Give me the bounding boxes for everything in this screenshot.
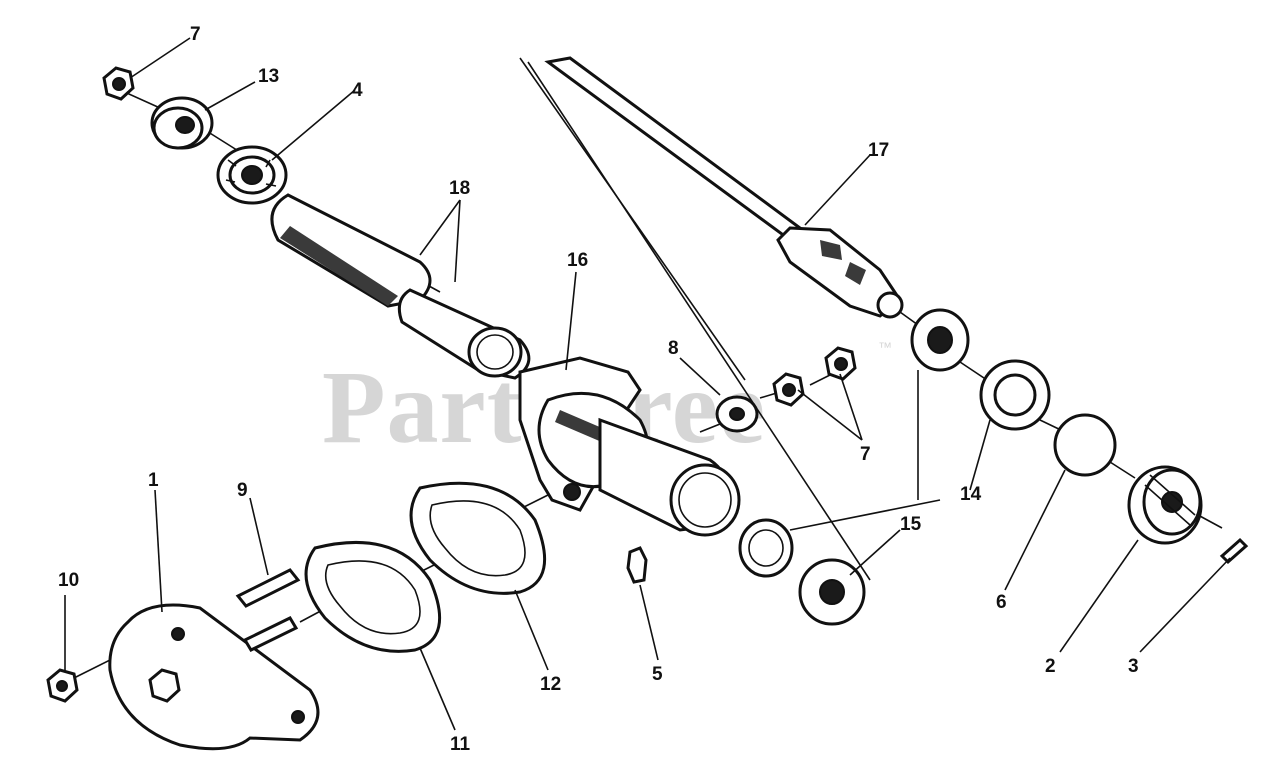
part-4-bearing bbox=[216, 145, 288, 205]
callout-6: 6 bbox=[996, 592, 1007, 613]
watermark-tm: ™ bbox=[878, 339, 892, 355]
part-14-ring-lower bbox=[738, 518, 794, 578]
callout-4: 4 bbox=[352, 80, 363, 101]
callout-13: 13 bbox=[258, 66, 279, 87]
part-12-gasket bbox=[409, 481, 547, 595]
part-2-pulley bbox=[1127, 465, 1203, 545]
part-7-nut-top bbox=[102, 66, 135, 101]
part-1-plate bbox=[108, 603, 320, 751]
callout-17: 17 bbox=[868, 140, 889, 161]
callout-12: 12 bbox=[540, 674, 561, 695]
part-14-seal bbox=[979, 359, 1051, 431]
part-11-gasket bbox=[304, 541, 442, 653]
callout-10: 10 bbox=[58, 570, 79, 591]
part-18-sleeves bbox=[270, 193, 531, 380]
part-5-grease-fitting bbox=[626, 546, 648, 584]
callout-3: 3 bbox=[1128, 656, 1139, 677]
callout-7-top: 7 bbox=[190, 24, 201, 45]
callout-15: 15 bbox=[900, 514, 922, 535]
callout-2: 2 bbox=[1045, 656, 1056, 677]
callout-5: 5 bbox=[652, 664, 663, 685]
callout-8: 8 bbox=[668, 338, 679, 359]
callout-14: 14 bbox=[960, 484, 982, 505]
callout-11: 11 bbox=[450, 734, 471, 755]
leader-lines bbox=[64, 37, 1231, 731]
part-7-nuts-middle bbox=[772, 346, 857, 407]
callouts: 7 13 4 18 16 17 8 7 14 15 6 2 3 5 12 11 … bbox=[58, 24, 1139, 755]
part-17-shaft bbox=[544, 56, 904, 319]
part-15-lockwasher-lower bbox=[798, 558, 866, 626]
part-3-cotter-pin bbox=[1219, 537, 1249, 565]
part-13-spacer bbox=[150, 96, 214, 150]
part-10-nut bbox=[46, 668, 79, 703]
callout-18: 18 bbox=[449, 178, 470, 199]
part-9-stud bbox=[235, 568, 301, 608]
part-8-washer bbox=[715, 395, 759, 433]
part-6-washer bbox=[1053, 413, 1117, 477]
callout-1: 1 bbox=[148, 470, 159, 491]
part-15-lockwasher-top bbox=[910, 308, 970, 372]
callout-9: 9 bbox=[237, 480, 248, 501]
callout-16: 16 bbox=[567, 250, 588, 271]
callout-7-middle: 7 bbox=[860, 444, 871, 465]
part-16-housing bbox=[518, 356, 741, 537]
